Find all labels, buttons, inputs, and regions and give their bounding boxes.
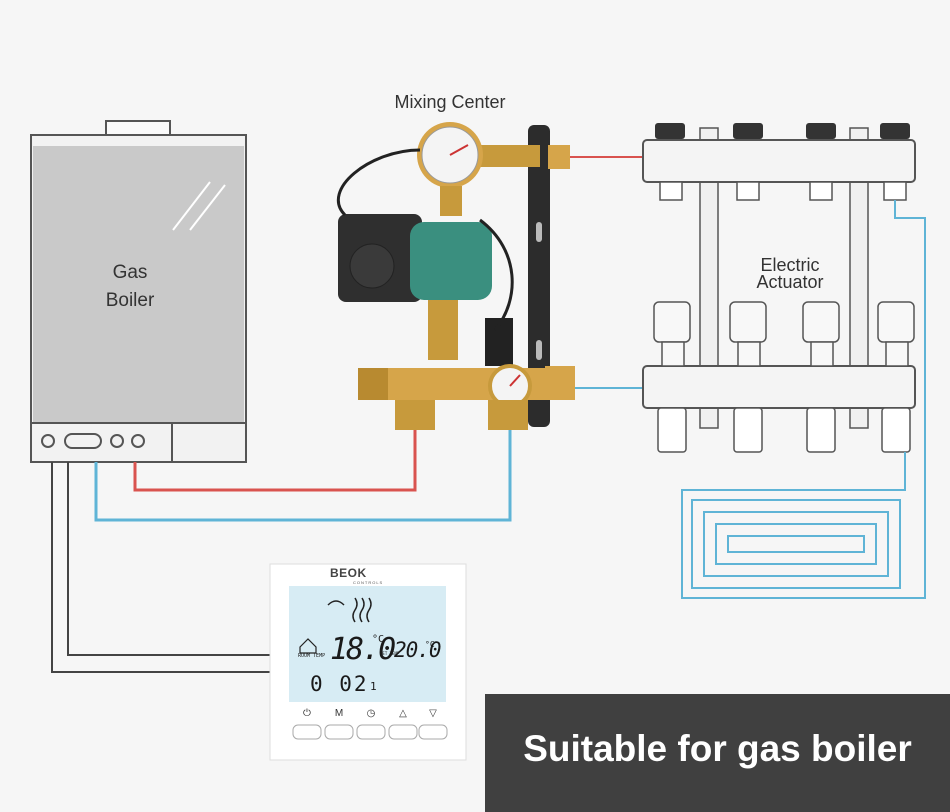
power-button-icon[interactable]: ⏻ xyxy=(303,708,311,719)
manifold-pipes xyxy=(570,156,645,389)
mixing-center-label: Mixing Center xyxy=(394,92,506,112)
caption-banner: Suitable for gas boiler xyxy=(485,694,950,812)
clock-readout: 0 02 xyxy=(310,672,369,696)
room-temp-label: ROOM TEMP xyxy=(298,653,326,659)
set-temperature-unit: °C xyxy=(425,640,435,649)
room-temperature-readout: 18.0 xyxy=(330,632,396,667)
up-button-icon[interactable]: △ xyxy=(399,708,407,719)
set-temp-label: SET TEMP xyxy=(380,651,400,656)
gas-boiler xyxy=(30,120,247,463)
thermostat xyxy=(269,563,467,761)
clock-button-icon[interactable]: ◷ xyxy=(366,708,376,719)
mixing-center xyxy=(337,122,575,430)
floor-heating-loop xyxy=(681,200,926,599)
set-temperature-readout: 20.0 xyxy=(394,638,442,662)
down-button-icon[interactable]: ▽ xyxy=(429,708,437,719)
gas-boiler-label-line1: Gas xyxy=(112,262,148,283)
caption-text: Suitable for gas boiler xyxy=(523,728,912,769)
gas-boiler-label-line2: Boiler xyxy=(105,290,155,311)
electric-actuator-label-line2: Actuator xyxy=(756,272,824,292)
mode-button[interactable]: M xyxy=(334,708,344,719)
thermostat-brand-logo: BEOK xyxy=(330,566,367,580)
boiler-pipes xyxy=(51,430,512,673)
room-temperature-unit: °C xyxy=(372,634,385,645)
day-readout: 1 xyxy=(370,680,377,693)
manifold xyxy=(642,123,916,453)
electric-actuator-label-line1: Electric xyxy=(760,255,820,275)
thermostat-sub-brand: CONTROLS xyxy=(353,580,384,585)
